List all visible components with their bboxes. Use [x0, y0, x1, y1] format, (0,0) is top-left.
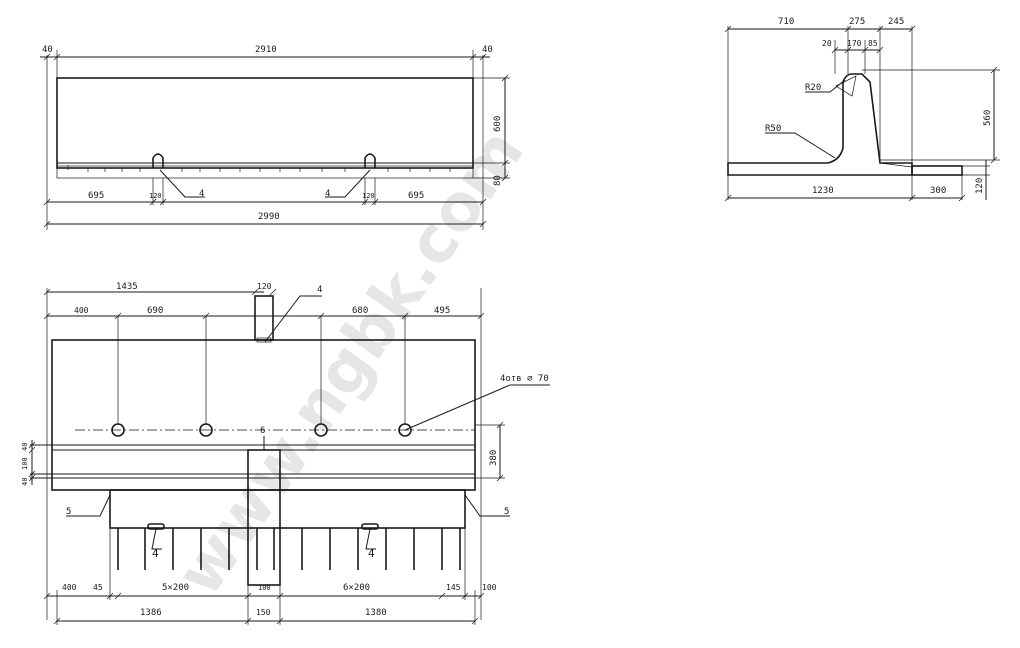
dim-text: 120 [362, 192, 375, 200]
dim-text: 690 [147, 306, 163, 316]
dim-text: 80 [493, 175, 503, 186]
dim-text: 40 [482, 45, 493, 55]
dim-text: 1435 [116, 282, 138, 292]
section-view: 710 275 245 20 170 85 560 120 1230 300 R… [724, 17, 1000, 202]
dim-text: 1380 [365, 608, 387, 618]
dim-text: 1230 [812, 186, 834, 196]
radius-label: R50 [765, 124, 781, 134]
dim-text: 45 [93, 583, 103, 592]
dim-text: 170 [847, 39, 862, 48]
dim-text: 20 [822, 39, 832, 48]
dim-text: 560 [983, 110, 993, 126]
dim-text: 40 [21, 478, 29, 486]
callout-label: 5 [504, 507, 509, 517]
callout-label: 4 [368, 547, 375, 560]
dim-text: 495 [434, 306, 450, 316]
radius-label: R20 [805, 83, 821, 93]
hole-note: 4отв ∅ 70 [500, 374, 549, 384]
dim-text: 40 [42, 45, 53, 55]
dim-text: 400 [74, 306, 89, 315]
watermark: www.ngbk.com [162, 116, 538, 609]
dim-text: 100 [21, 457, 29, 470]
dim-text: 120 [975, 178, 985, 194]
front-view: 40 2910 40 600 80 695 120 120 695 2990 4… [40, 45, 510, 230]
dim-text: 2990 [258, 212, 280, 222]
callout-label: 5 [66, 507, 71, 517]
dim-text: 100 [482, 583, 497, 592]
callout-label: 4 [317, 285, 322, 295]
dim-text: 100 [258, 584, 271, 592]
dim-text: 5×200 [162, 583, 189, 593]
plan-view: 1435 120 400 690 680 495 380 40 100 40 4… [21, 282, 550, 625]
dim-text: 600 [493, 116, 503, 132]
dim-text: 120 [257, 282, 272, 291]
callout-label: 4 [325, 189, 330, 199]
dim-text: 680 [352, 306, 368, 316]
dim-text: 150 [256, 608, 271, 617]
dim-text: 6×200 [343, 583, 370, 593]
dim-text: 120 [149, 192, 162, 200]
dim-text: 380 [489, 450, 499, 466]
dim-text: 40 [21, 443, 29, 451]
dim-text: 275 [849, 17, 865, 27]
dim-text: 710 [778, 17, 794, 27]
callout-label: 4 [199, 189, 204, 199]
dim-text: 145 [446, 583, 461, 592]
dim-text: 2910 [255, 45, 277, 55]
dim-text: 400 [62, 583, 77, 592]
dim-text: 695 [408, 191, 424, 201]
dim-text: 695 [88, 191, 104, 201]
callout-label: 6 [260, 426, 265, 436]
dim-text: 245 [888, 17, 904, 27]
dim-text: 300 [930, 186, 946, 196]
dim-text: 1386 [140, 608, 162, 618]
callout-label: 4 [152, 547, 159, 560]
dim-text: 85 [868, 39, 878, 48]
